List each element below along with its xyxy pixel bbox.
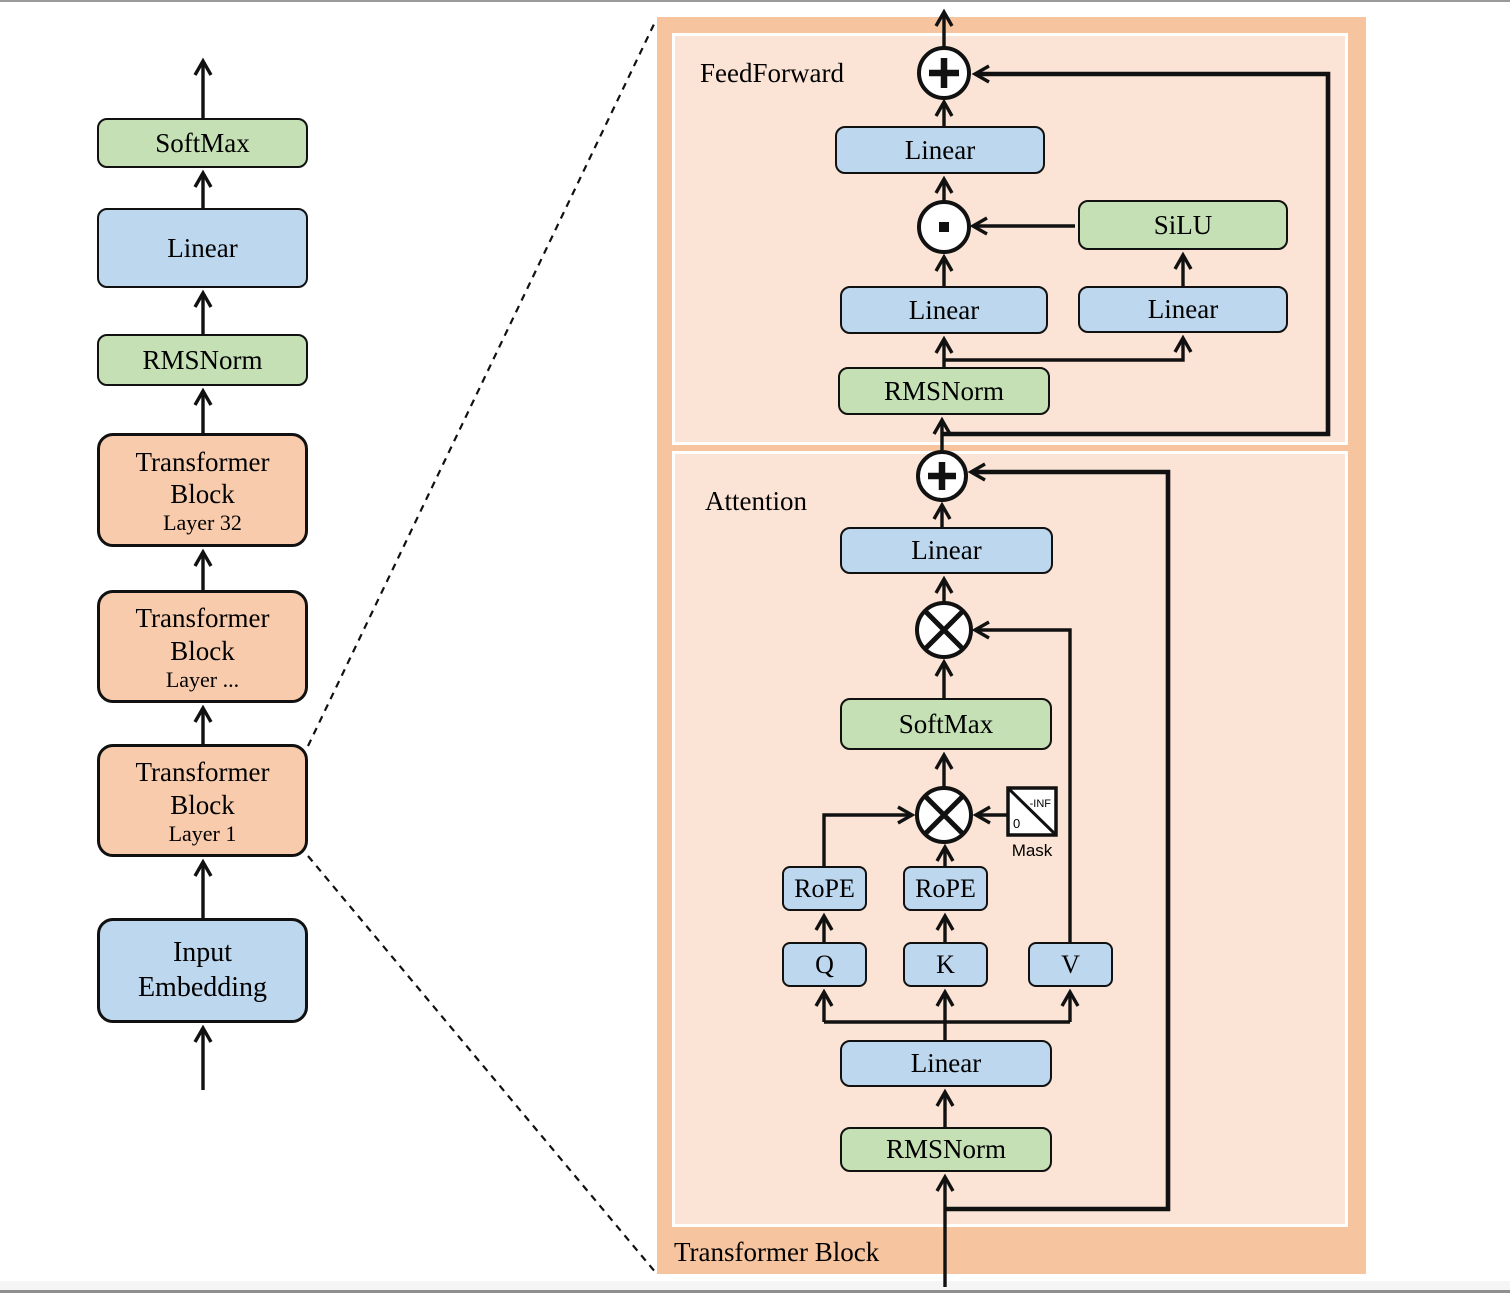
feedforward-section-label: FeedForward	[700, 58, 844, 88]
ff-gate-linear-label: Linear	[908, 294, 980, 325]
attn-softmax-label: SoftMax	[898, 708, 994, 739]
attn-qkv-linear-box: Linear	[840, 1040, 1052, 1087]
rope-q-label: RoPE	[794, 873, 855, 903]
ff-output-linear-box: Linear	[835, 126, 1045, 174]
block-label: Transformer Block	[135, 603, 270, 666]
output-linear-label: Linear	[167, 232, 238, 263]
input-embedding-label: Input Embedding	[137, 937, 268, 1003]
transformer-block-panel-label: Transformer Block	[674, 1237, 880, 1267]
rope-k-box: RoPE	[903, 866, 988, 911]
ff-up-linear-box: Linear	[1078, 286, 1288, 333]
q-label: Q	[815, 949, 834, 979]
window-bottom-border	[0, 1290, 1510, 1293]
attn-softmax-box: SoftMax	[840, 698, 1052, 750]
input-embedding-box: Input Embedding	[97, 918, 308, 1023]
k-label: K	[936, 949, 955, 979]
ff-gate-linear-box: Linear	[840, 286, 1048, 334]
v-box: V	[1028, 942, 1113, 987]
zoom-dashed-lines	[307, 19, 657, 1274]
ff-output-linear-label: Linear	[904, 134, 976, 165]
block-label: Transformer Block	[135, 757, 270, 820]
attn-output-linear-label: Linear	[911, 535, 982, 566]
ff-silu-box: SiLU	[1078, 200, 1288, 250]
attn-rmsnorm-label: RMSNorm	[885, 1134, 1007, 1165]
ff-rmsnorm-box: RMSNorm	[838, 367, 1050, 415]
transformer-block-layer-32-box: Transformer Block Layer 32	[97, 433, 308, 547]
block-sublabel: Layer 32	[163, 510, 242, 536]
attention-section-label: Attention	[705, 486, 807, 516]
block-sublabel: Layer 1	[168, 820, 237, 846]
window-bottom-strip	[0, 1281, 1510, 1290]
attn-output-linear-box: Linear	[840, 527, 1053, 574]
transformer-block-layer-mid-box: Transformer Block Layer ...	[97, 590, 308, 703]
transformer-block-layer-1-box: Transformer Block Layer 1	[97, 744, 308, 857]
block-label: Transformer Block	[135, 446, 270, 510]
rope-k-label: RoPE	[915, 873, 976, 903]
output-rmsnorm-label: RMSNorm	[142, 344, 263, 375]
ff-up-linear-label: Linear	[1147, 294, 1219, 325]
output-rmsnorm-box: RMSNorm	[97, 334, 308, 386]
output-linear-box: Linear	[97, 208, 308, 288]
attn-qkv-linear-label: Linear	[910, 1048, 982, 1079]
output-softmax-box: SoftMax	[97, 118, 308, 168]
window-top-border	[0, 0, 1510, 2]
v-label: V	[1061, 949, 1080, 979]
q-box: Q	[782, 942, 867, 987]
block-sublabel: Layer ...	[165, 666, 240, 692]
ff-rmsnorm-label: RMSNorm	[883, 375, 1005, 406]
rope-q-box: RoPE	[782, 866, 867, 911]
attn-rmsnorm-box: RMSNorm	[840, 1127, 1052, 1172]
k-box: K	[903, 942, 988, 987]
ff-silu-label: SiLU	[1153, 209, 1213, 240]
output-softmax-label: SoftMax	[155, 127, 250, 158]
